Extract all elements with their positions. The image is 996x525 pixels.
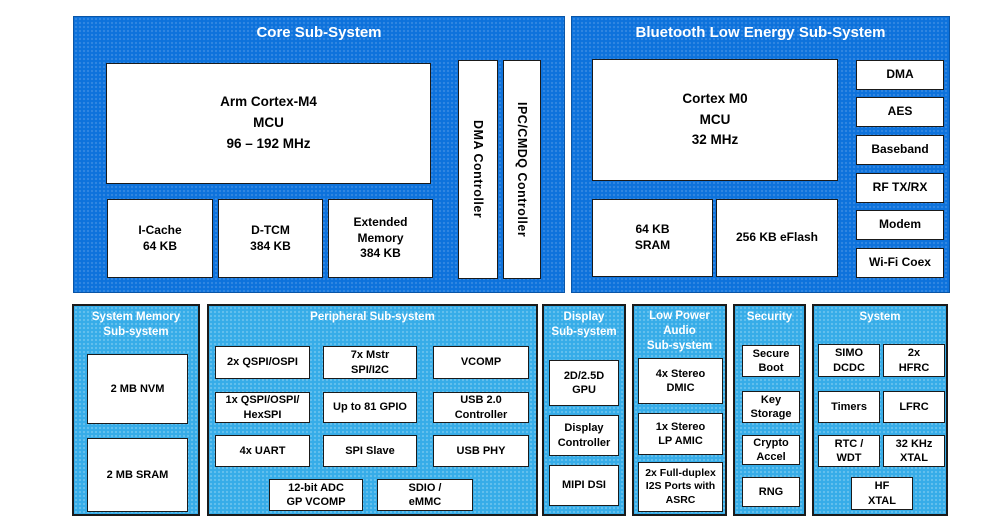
gpu-box: 2D/2.5D GPU (549, 360, 619, 406)
xtal-32khz-box: 32 KHz XTAL (883, 435, 945, 467)
key-storage-box: Key Storage (742, 391, 800, 423)
ipc-cmdq-controller-box: IPC/CMDQ Controller (503, 60, 541, 279)
secure-boot-box: Secure Boot (742, 345, 800, 377)
dtcm-box: D-TCM 384 KB (218, 199, 323, 278)
ble-subsystem-panel: Bluetooth Low Energy Sub-System Cortex M… (571, 16, 950, 293)
rtc-wdt-box: RTC / WDT (818, 435, 880, 467)
core-subsystem-title: Core Sub-System (256, 24, 382, 41)
amic-box: 1x Stereo LP AMIC (638, 413, 723, 455)
dma-controller-box: DMA Controller (458, 60, 498, 279)
security-panel: Security Secure Boot Key Storage Crypto … (733, 304, 806, 516)
ble-aes-box: AES (856, 97, 944, 127)
audio-panel: Low Power Audio Sub-system 4x Stereo DMI… (632, 304, 727, 516)
cortex-m0-mcu-box: Cortex M0 MCU 32 MHz (592, 59, 838, 181)
display-panel: Display Sub-system 2D/2.5D GPU Display C… (542, 304, 626, 516)
qspi-ospi-box: 2x QSPI/OSPI (215, 346, 310, 379)
security-title: Security (746, 311, 793, 323)
vcomp-box: VCOMP (433, 346, 529, 379)
uart-box: 4x UART (215, 435, 310, 467)
nvm-box: 2 MB NVM (87, 354, 188, 424)
peripheral-panel: Peripheral Sub-system 2x QSPI/OSPI 7x Ms… (207, 304, 538, 516)
ble-rf-txrx-box: RF TX/RX (856, 173, 944, 203)
icache-box: I-Cache 64 KB (107, 199, 213, 278)
simo-dcdc-box: SIMO DCDC (818, 344, 880, 377)
crypto-accel-box: Crypto Accel (742, 435, 800, 465)
mstr-spi-i2c-box: 7x Mstr SPI/I2C (323, 346, 417, 379)
cortex-m4-mcu-box: Arm Cortex-M4 MCU 96 – 192 MHz (106, 63, 431, 184)
extended-memory-box: Extended Memory 384 KB (328, 199, 433, 278)
ble-sram-box: 64 KB SRAM (592, 199, 713, 277)
ble-modem-box: Modem (856, 210, 944, 240)
lfrc-box: LFRC (883, 391, 945, 423)
system-panel: System SIMO DCDC 2x HFRC Timers LFRC RTC… (812, 304, 948, 516)
hexspi-box: 1x QSPI/OSPI/ HexSPI (215, 392, 310, 423)
sdio-emmc-box: SDIO / eMMC (377, 479, 473, 511)
peripheral-title: Peripheral Sub-system (310, 311, 435, 323)
audio-title: Low Power Audio Sub-system (646, 310, 713, 352)
ble-baseband-box: Baseband (856, 135, 944, 165)
system-title: System (859, 311, 901, 323)
core-subsystem-panel: Core Sub-System Arm Cortex-M4 MCU 96 – 1… (73, 16, 565, 293)
sram-box: 2 MB SRAM (87, 438, 188, 512)
mipi-dsi-box: MIPI DSI (549, 465, 619, 506)
hfrc-box: 2x HFRC (883, 344, 945, 377)
display-title: Display Sub-system (551, 311, 617, 338)
dmic-box: 4x Stereo DMIC (638, 358, 723, 404)
timers-box: Timers (818, 391, 880, 423)
ble-dma-box: DMA (856, 60, 944, 90)
hf-xtal-box: HF XTAL (851, 477, 913, 510)
usb-phy-box: USB PHY (433, 435, 529, 467)
ble-eflash-box: 256 KB eFlash (716, 199, 838, 277)
spi-slave-box: SPI Slave (323, 435, 417, 467)
system-memory-panel: System Memory Sub-system 2 MB NVM 2 MB S… (72, 304, 200, 516)
system-memory-title: System Memory Sub-system (91, 311, 181, 338)
rng-box: RNG (742, 477, 800, 507)
usb2-controller-box: USB 2.0 Controller (433, 392, 529, 423)
gpio-box: Up to 81 GPIO (323, 392, 417, 423)
adc-gp-vcomp-box: 12-bit ADC GP VCOMP (269, 479, 363, 511)
i2s-asrc-box: 2x Full-duplex I2S Ports with ASRC (638, 462, 723, 512)
ble-subsystem-title: Bluetooth Low Energy Sub-System (635, 24, 886, 41)
ble-wifi-coex-box: Wi-Fi Coex (856, 248, 944, 278)
display-controller-box: Display Controller (549, 415, 619, 456)
